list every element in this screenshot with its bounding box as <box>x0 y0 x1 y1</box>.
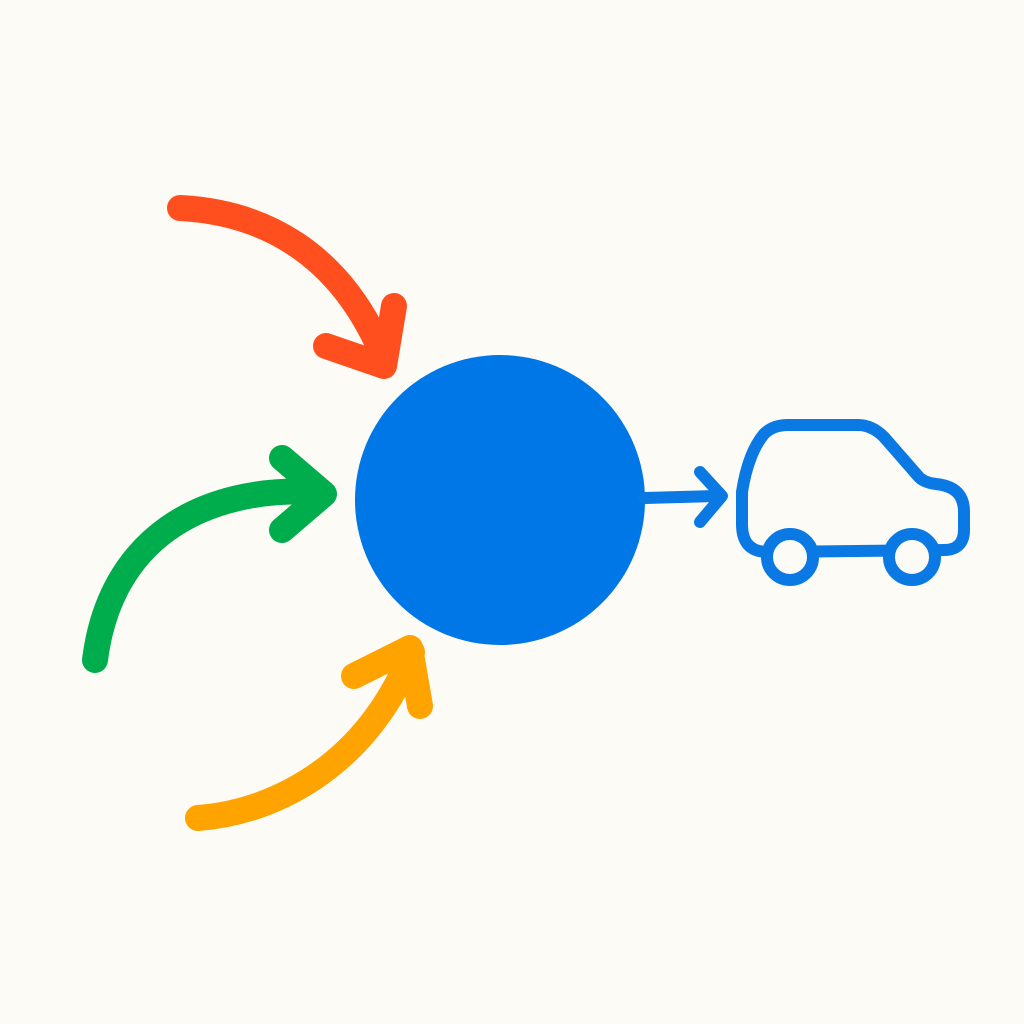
central-hub-node <box>355 355 645 645</box>
output-arrow-shaft <box>639 490 722 504</box>
green-incoming-arrow <box>82 445 337 673</box>
car-icon <box>736 419 970 586</box>
orange-arrow-head <box>341 635 433 719</box>
red-arrow-shaft <box>167 195 397 371</box>
red-arrow-head <box>313 293 407 379</box>
output-arrow <box>639 466 728 528</box>
green-arrow-shaft <box>82 478 333 673</box>
car-body-outline <box>736 419 970 558</box>
car-rear-wheel <box>883 528 941 586</box>
green-arrow-head <box>269 445 337 543</box>
orange-arrow-shaft <box>185 639 425 831</box>
output-arrow-head <box>694 466 728 528</box>
orange-incoming-arrow <box>185 635 433 831</box>
red-incoming-arrow <box>167 195 407 379</box>
car-front-wheel <box>761 528 819 586</box>
